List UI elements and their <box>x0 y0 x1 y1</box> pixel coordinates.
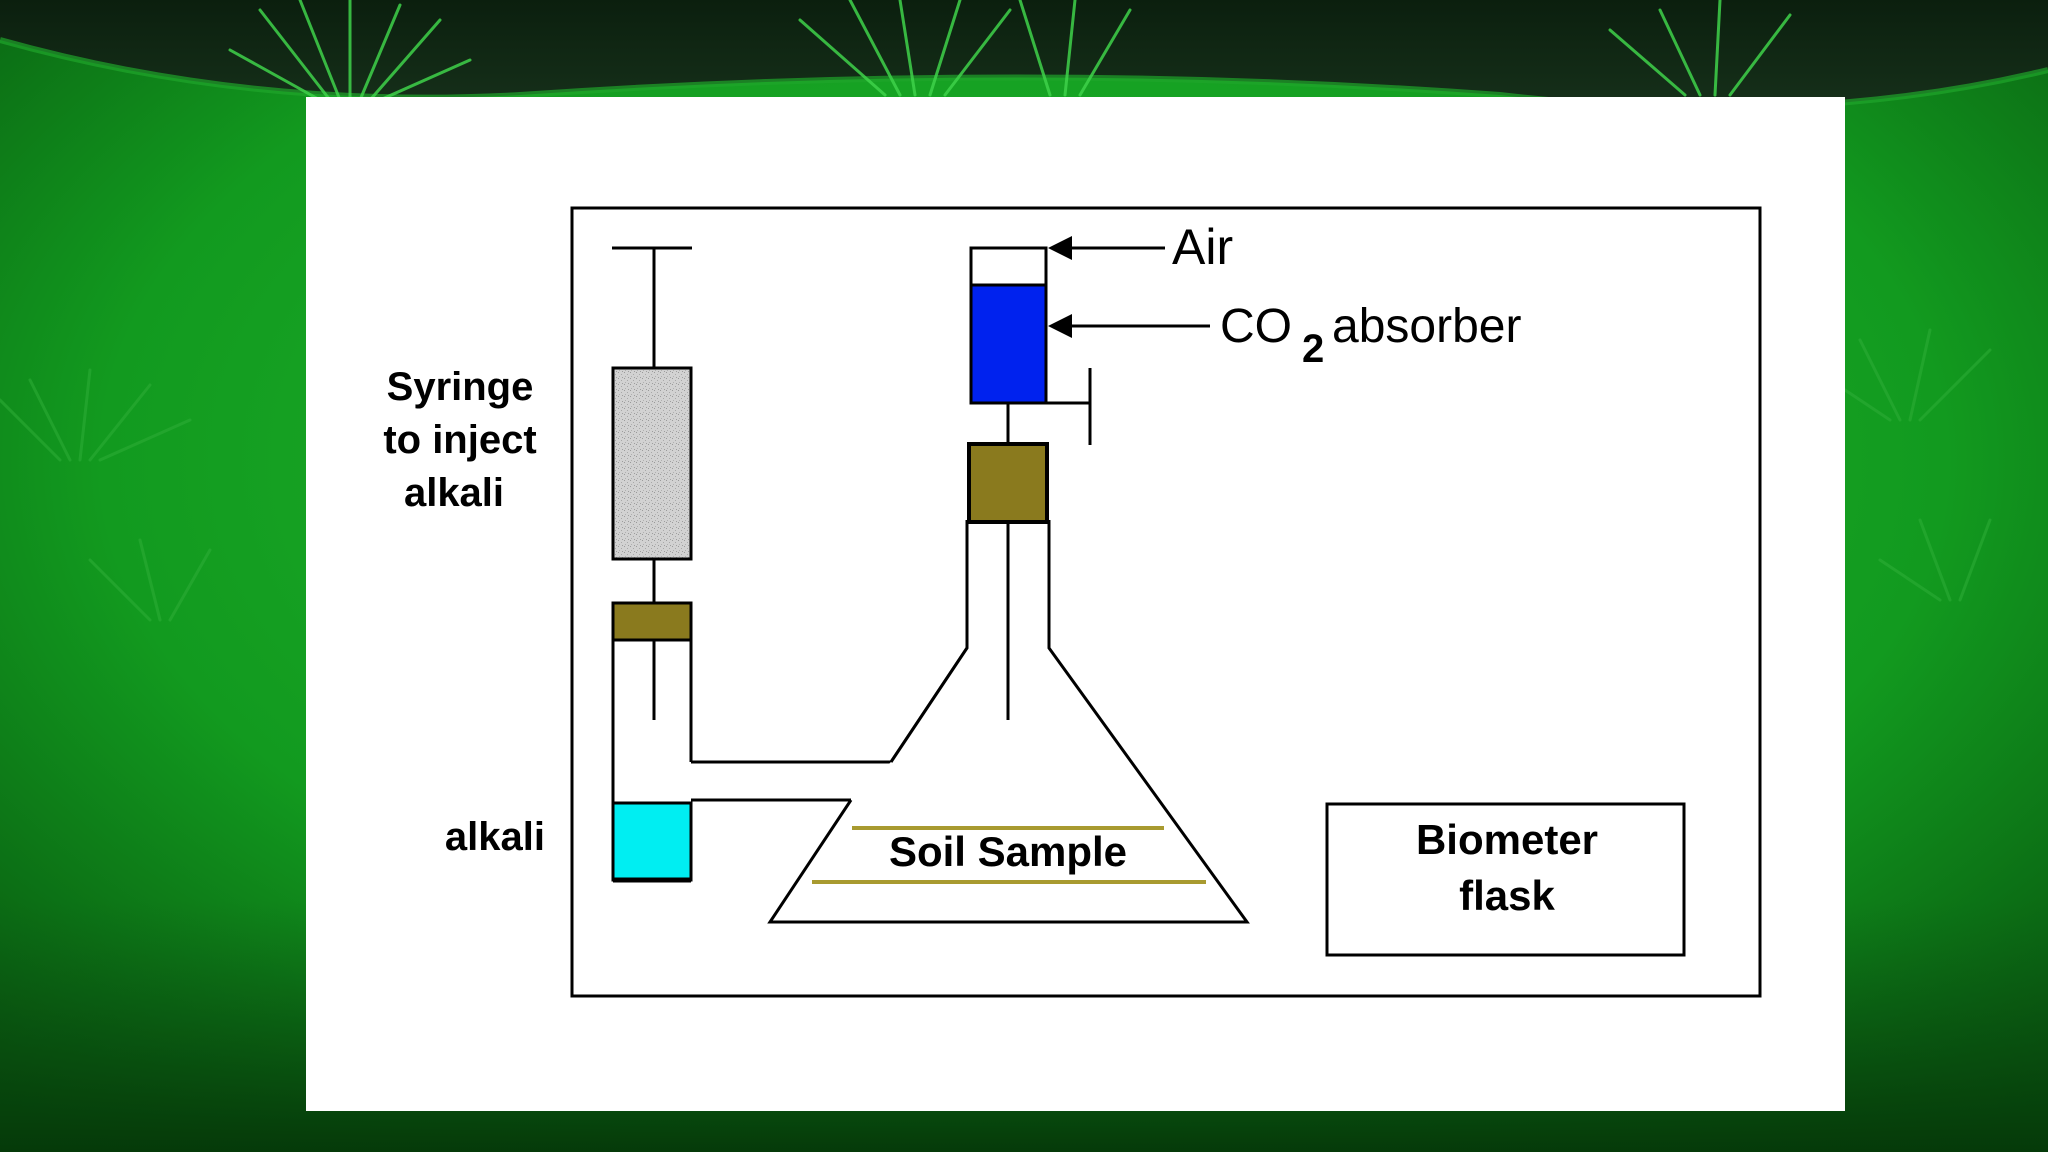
diagram-frame <box>570 206 1762 998</box>
syringe-label-line2: to inject <box>383 418 536 462</box>
co2-label: CO <box>1220 300 1292 353</box>
flask-stopper <box>967 442 1049 524</box>
air-label: Air <box>1172 219 1233 275</box>
syringe-label: Syringe to inject alkali <box>383 365 536 515</box>
syringe-label-line1: Syringe <box>387 365 534 409</box>
soil-sample-label: Soil Sample <box>889 828 1127 875</box>
alkali-label: alkali <box>445 815 545 859</box>
vial-stopper <box>611 601 693 642</box>
absorber-label: absorber <box>1332 300 1521 353</box>
biometer-label-line2: flask <box>1459 872 1555 919</box>
alkali-vial <box>611 601 693 883</box>
biometer-label-box <box>1325 802 1686 957</box>
air-arrow <box>1048 236 1165 260</box>
biometer-label-line1: Biometer <box>1416 816 1598 863</box>
co2-absorber-top <box>969 246 1048 287</box>
co2-absorber-tube <box>969 246 1092 445</box>
co2-absorber-fill <box>969 283 1048 405</box>
co2-absorber-label: CO 2 absorber <box>1220 300 1521 371</box>
syringe <box>611 246 693 720</box>
content-panel <box>306 97 1845 1111</box>
co2-arrow <box>1048 314 1210 338</box>
biometer-flask <box>767 520 1250 924</box>
co2-subscript: 2 <box>1302 327 1324 371</box>
pine-branch-decoration <box>0 0 1992 622</box>
biometer-flask-label: Biometer flask <box>1416 816 1598 919</box>
syringe-barrel <box>611 366 693 561</box>
syringe-label-line3: alkali <box>404 471 504 515</box>
alkali-liquid <box>611 801 693 882</box>
